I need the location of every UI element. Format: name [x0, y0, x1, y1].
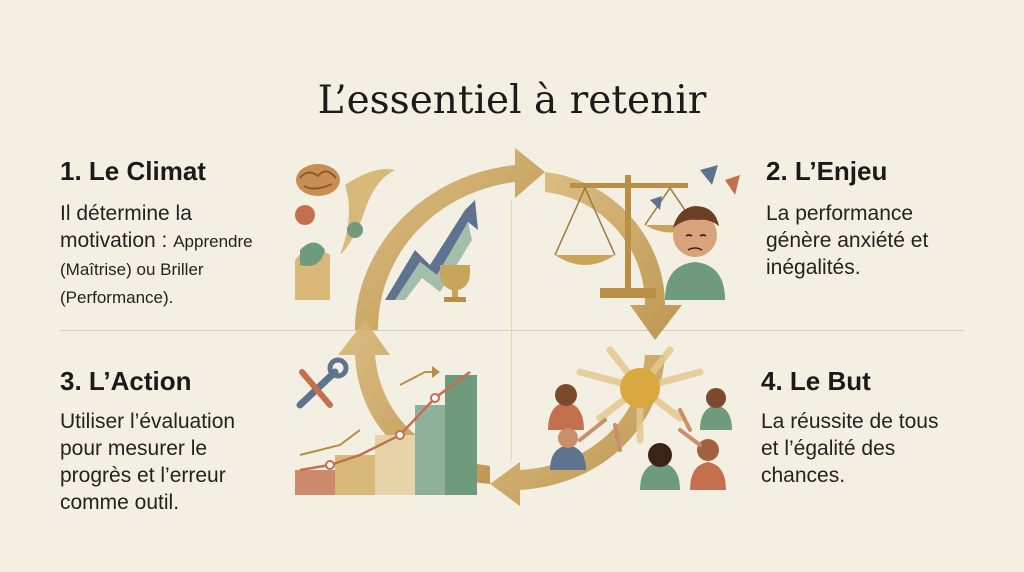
quadrant-3-body: Utiliser l’évaluation pour mesurer le pr…: [60, 410, 236, 514]
brain-icon: [296, 164, 340, 196]
shard-small: [650, 196, 662, 210]
shard-blue: [700, 165, 718, 185]
quadrant-2-body: La performance génère anxiété et inégali…: [766, 202, 929, 279]
quadrant-4-heading: 4. Le But: [761, 366, 871, 396]
quadrant-1-heading: 1. Le Climat: [60, 156, 206, 186]
page-title: L’essentiel à retenir: [317, 78, 707, 124]
quadrant-4-body: La réussite de tous et l’égalité des cha…: [761, 410, 939, 487]
growth-chart-icon: [295, 366, 477, 495]
worried-person-icon: [665, 206, 725, 300]
growth-arrow-blue: [385, 200, 478, 300]
red-dot: [295, 205, 315, 225]
quadrant-1-body: Il détermine la motivation : Apprendre (…: [60, 202, 253, 307]
leaf-shape: [300, 242, 325, 266]
screwdriver-icon: [299, 369, 333, 408]
green-dot: [347, 222, 363, 238]
sun-icon: [576, 346, 704, 444]
vertical-divider: [511, 200, 512, 460]
quadrant-2-heading: 2. L’Enjeu: [766, 156, 888, 186]
shard-red: [725, 175, 740, 195]
trophy-icon: [440, 265, 470, 302]
cycle-illustration: [295, 148, 740, 506]
horizontal-divider: [60, 330, 965, 331]
people-icon: [548, 384, 732, 490]
quadrant-3-heading: 3. L’Action: [60, 366, 192, 396]
